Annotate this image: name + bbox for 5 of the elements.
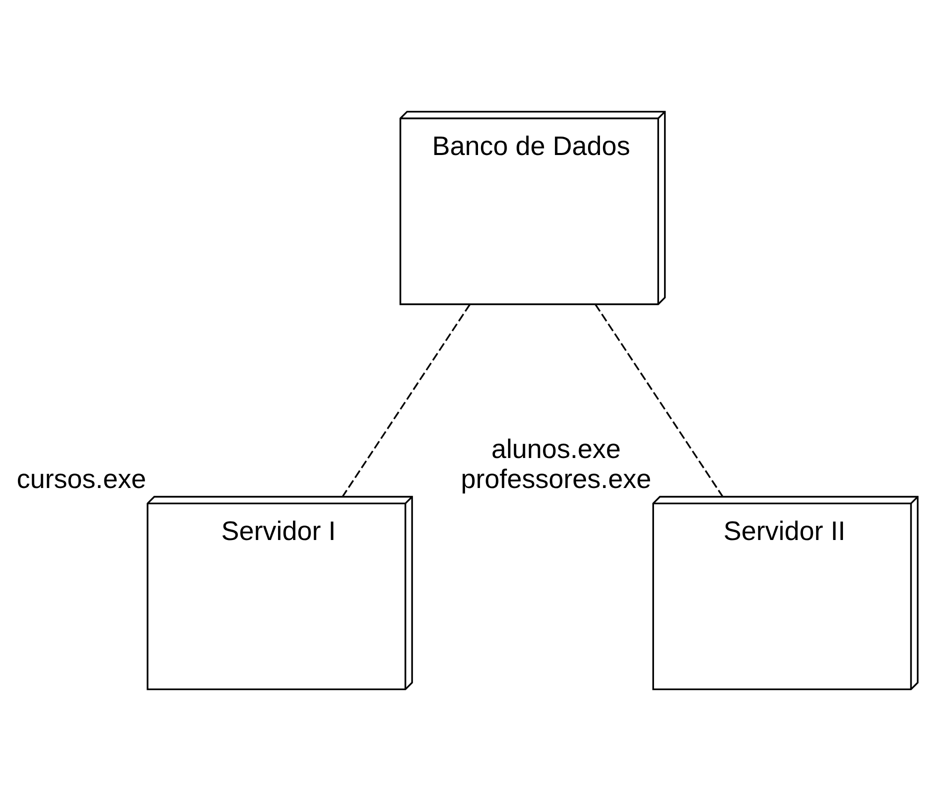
connector bbox=[594, 304, 724, 497]
node-label: cursos.exe bbox=[16, 464, 146, 494]
node-label: professores.exe bbox=[460, 464, 652, 494]
node-label: alunos.exe bbox=[491, 434, 621, 464]
connector bbox=[342, 304, 471, 497]
